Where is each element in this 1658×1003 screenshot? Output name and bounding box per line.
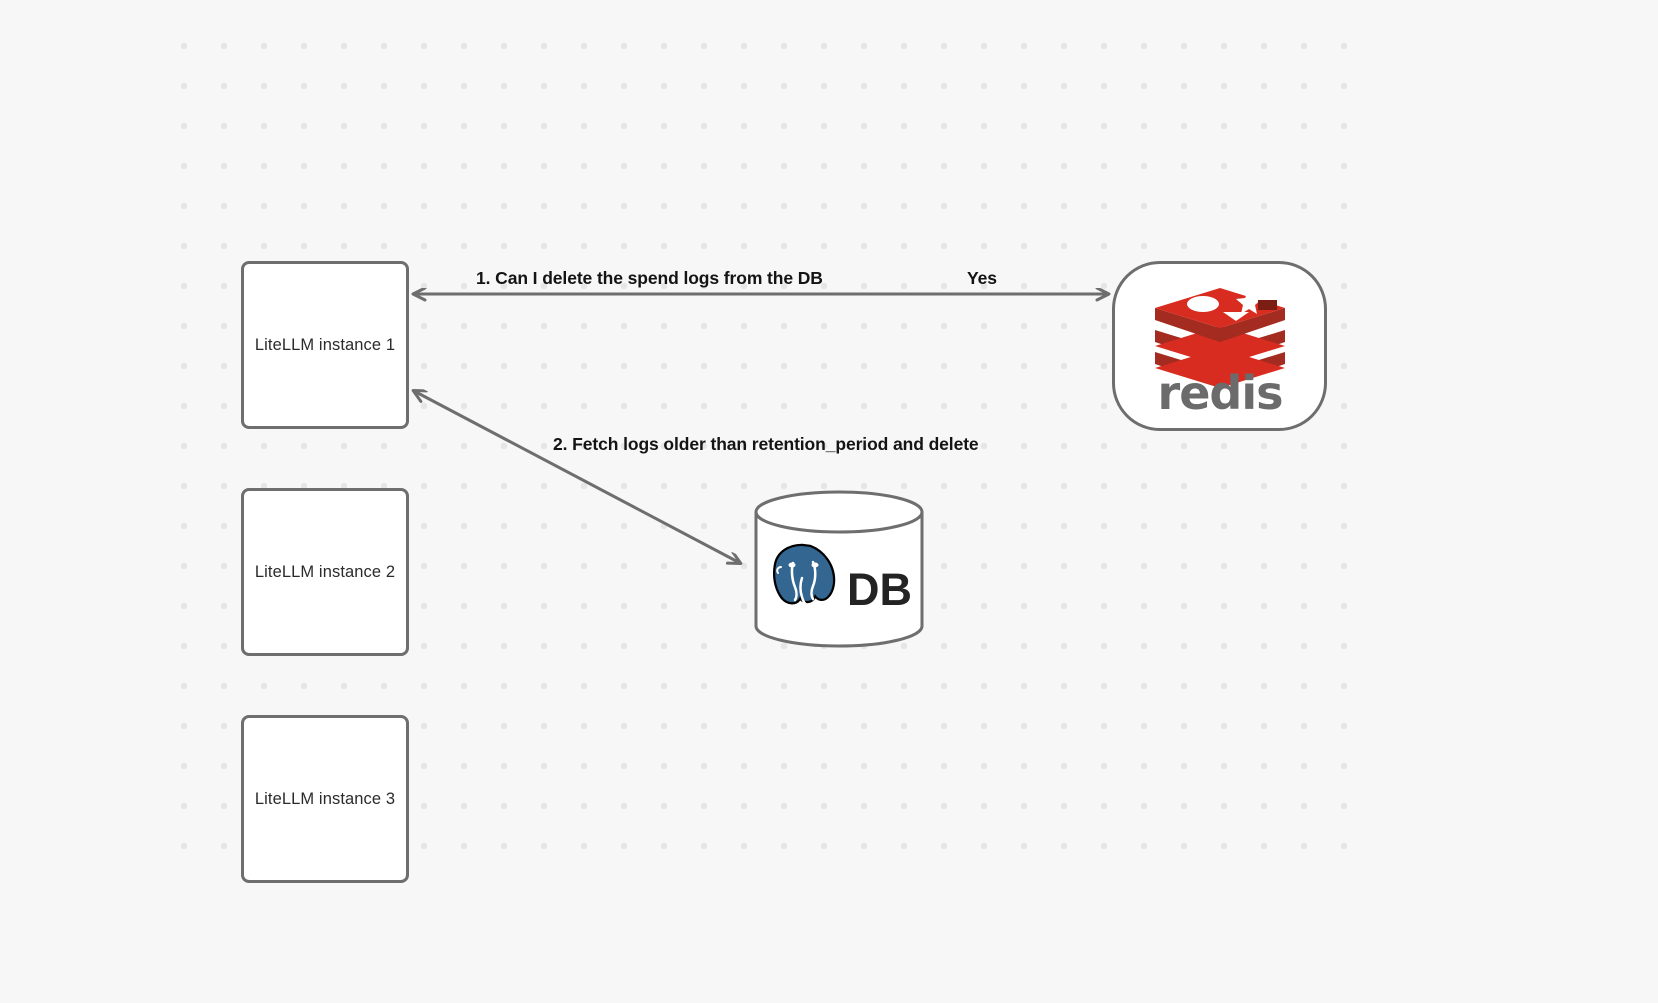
node-litellm-instance-3[interactable]: LiteLLM instance 3 — [241, 715, 409, 883]
node-postgres-db[interactable]: DB — [753, 490, 925, 648]
edge-line-litellm1-db — [414, 391, 740, 563]
edge-label-step-2: 2. Fetch logs older than retention_perio… — [553, 434, 979, 454]
postgresql-elephant-icon — [772, 543, 836, 607]
edge-label-step-1: 1. Can I delete the spend logs from the … — [476, 268, 823, 288]
node-litellm-instance-1[interactable]: LiteLLM instance 1 — [241, 261, 409, 429]
node-label: LiteLLM instance 2 — [254, 562, 396, 581]
redis-wordmark-text: redis — [1157, 366, 1282, 416]
node-label: LiteLLM instance 3 — [254, 789, 396, 808]
node-litellm-instance-2[interactable]: LiteLLM instance 2 — [241, 488, 409, 656]
database-cylinder-shape: DB — [754, 490, 924, 648]
redis-logo-icon: redis — [1154, 288, 1285, 416]
db-label-text: DB — [847, 564, 912, 615]
node-label: LiteLLM instance 1 — [254, 335, 396, 354]
node-redis[interactable]: redis — [1112, 261, 1327, 431]
edge-label-step-1-reply: Yes — [967, 268, 997, 288]
